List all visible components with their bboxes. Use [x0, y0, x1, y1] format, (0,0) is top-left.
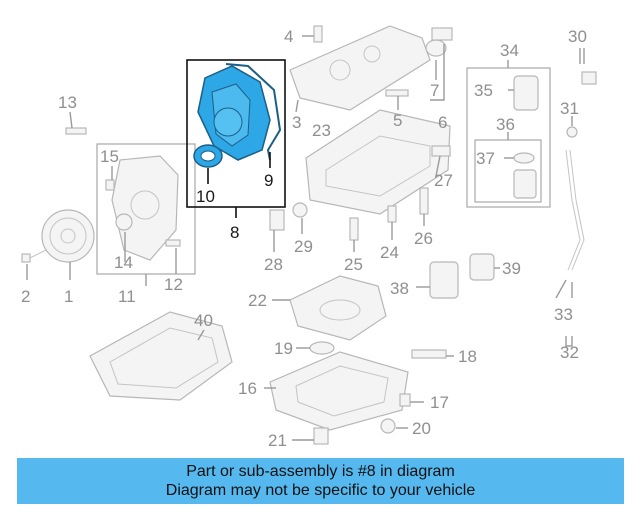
- callout-15: 15: [100, 147, 119, 166]
- callout-27: 27: [434, 171, 453, 190]
- callout-19: 19: [274, 339, 293, 358]
- callout-28: 28: [264, 255, 283, 274]
- callout-34: 34: [500, 41, 519, 60]
- dipstick: [565, 71, 597, 271]
- bolt-17: [399, 393, 411, 407]
- callout-20: 20: [412, 419, 431, 438]
- banner-line-1: Part or sub-assembly is #8 in diagram: [186, 463, 455, 480]
- callout-16: 16: [238, 379, 257, 398]
- callout-17: 17: [430, 393, 449, 412]
- sensor-21: [313, 427, 329, 445]
- callout-18: 18: [458, 347, 477, 366]
- callout-32: 32: [560, 343, 579, 362]
- gasket-9-highlighted: [225, 63, 282, 161]
- sensor-27: [431, 145, 451, 157]
- gasket-19: [309, 341, 335, 355]
- bolt-12: [165, 239, 181, 247]
- callout-38: 38: [390, 279, 409, 298]
- oring-31: [566, 126, 578, 138]
- callout-31: 31: [560, 99, 579, 118]
- bolt-24: [387, 205, 397, 223]
- callout-11: 11: [118, 287, 136, 306]
- bracket-18: [411, 349, 447, 359]
- callout-21: 21: [268, 431, 287, 450]
- oil-pump-22: [289, 275, 387, 341]
- callout-2: 2: [21, 287, 30, 306]
- callout-24: 24: [380, 243, 399, 262]
- callout-22: 22: [248, 291, 267, 310]
- callout-7: 7: [430, 81, 439, 100]
- oring-37: [513, 152, 535, 164]
- bolt-13: [65, 127, 87, 135]
- filter-element: [513, 169, 537, 199]
- valve-cover: [289, 25, 431, 111]
- bolt-4: [313, 25, 323, 43]
- oil-cooler-38: [429, 261, 459, 299]
- callout-37: 37: [476, 149, 495, 168]
- sensor-28: [269, 209, 285, 231]
- callout-23: 23: [312, 121, 331, 140]
- callout-39: 39: [502, 259, 521, 278]
- callout-30: 30: [568, 27, 587, 46]
- callout-12: 12: [164, 275, 183, 294]
- filter-housing-35: [513, 75, 539, 111]
- callout-40: 40: [194, 311, 213, 330]
- callout-6: 6: [438, 113, 447, 132]
- callout-3: 3: [292, 113, 301, 132]
- callout-8: 8: [230, 223, 239, 242]
- seal-10-highlighted: [193, 144, 223, 168]
- gasket-39: [469, 253, 495, 281]
- washer-29: [292, 202, 308, 218]
- callout-29: 29: [294, 237, 313, 256]
- callout-36: 36: [496, 115, 515, 134]
- callout-26: 26: [414, 229, 433, 248]
- leader-lines: [26, 35, 585, 441]
- callout-33: 33: [554, 305, 573, 324]
- callout-25: 25: [344, 255, 363, 274]
- info-banner: Part or sub-assembly is #8 in diagram Di…: [17, 458, 624, 504]
- callout-14: 14: [114, 253, 133, 272]
- callout-9: 9: [264, 171, 273, 190]
- bolt-26: [419, 187, 429, 215]
- callout-4: 4: [284, 27, 293, 46]
- banner-line-2: Diagram may not be specific to your vehi…: [165, 482, 476, 499]
- callout-35: 35: [474, 81, 493, 100]
- crankshaft-pulley: [41, 209, 95, 263]
- intake-manifold-40: [89, 311, 233, 401]
- callout-10: 10: [196, 187, 215, 206]
- clip-5: [385, 89, 409, 97]
- callout-13: 13: [58, 93, 77, 112]
- seal-14: [115, 213, 133, 231]
- bolt-15: [105, 179, 115, 191]
- bolt-2: [21, 249, 47, 263]
- callout-5: 5: [393, 111, 402, 130]
- timing-cover-highlighted: [197, 65, 271, 161]
- plug-20: [380, 418, 396, 434]
- callout-1: 1: [64, 287, 73, 306]
- cylinder-block-23: [305, 109, 451, 215]
- bolt-25: [349, 217, 359, 241]
- oil-cap-7: [425, 27, 453, 57]
- callout-labels: 2 1 11 12 13 14 15 3 4 5 6 7 8 9 10 16 1…: [21, 27, 587, 450]
- lower-timing-cover: [111, 155, 179, 261]
- oil-pan-16: [269, 351, 409, 431]
